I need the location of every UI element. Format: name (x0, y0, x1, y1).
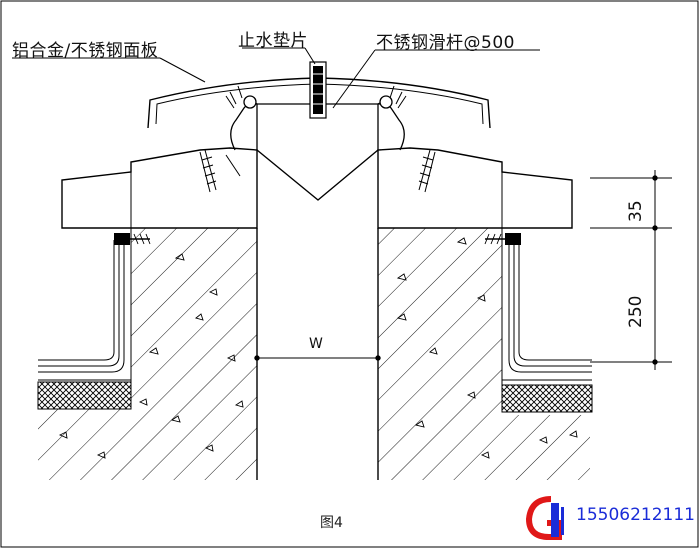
concrete-aggregate-marks (58, 237, 578, 459)
label-waterstop: 止水垫片 (238, 31, 308, 51)
right-base-block (377, 147, 573, 229)
left-base-block (61, 147, 258, 229)
gap-width-dimension (254, 350, 381, 366)
label-cover-panel: 铝合金/不锈钢面板 (12, 41, 159, 61)
right-anchor-bolts (389, 85, 436, 193)
center-waterstop-pad (309, 61, 327, 119)
vertical-dimension (590, 170, 672, 370)
right-waterproofing (502, 240, 592, 381)
label-dimension-35: 35 (626, 200, 646, 222)
right-insulation-layer (501, 384, 593, 413)
company-logo-icon (525, 496, 564, 540)
left-membrane-fastener (114, 233, 151, 245)
right-roller (379, 95, 393, 109)
left-roller (243, 95, 257, 109)
figure-caption: 图4 (320, 515, 343, 531)
label-sliding-rod: 不锈钢滑杆@500 (376, 33, 515, 53)
left-anchor-bolts (199, 85, 243, 193)
v-waterstop-membrane (256, 149, 379, 201)
left-waterproofing (38, 240, 131, 381)
right-support-bracket (377, 102, 405, 151)
contact-phone: 15506212111 (576, 505, 695, 525)
label-leaders (12, 47, 540, 109)
label-dimension-250: 250 (626, 295, 646, 328)
right-concrete-wall (377, 228, 590, 480)
left-concrete-wall (38, 228, 258, 480)
left-insulation-layer (37, 381, 132, 410)
left-support-bracket (230, 102, 258, 151)
right-membrane-fastener (484, 233, 521, 245)
label-gap-width: W (309, 336, 323, 352)
